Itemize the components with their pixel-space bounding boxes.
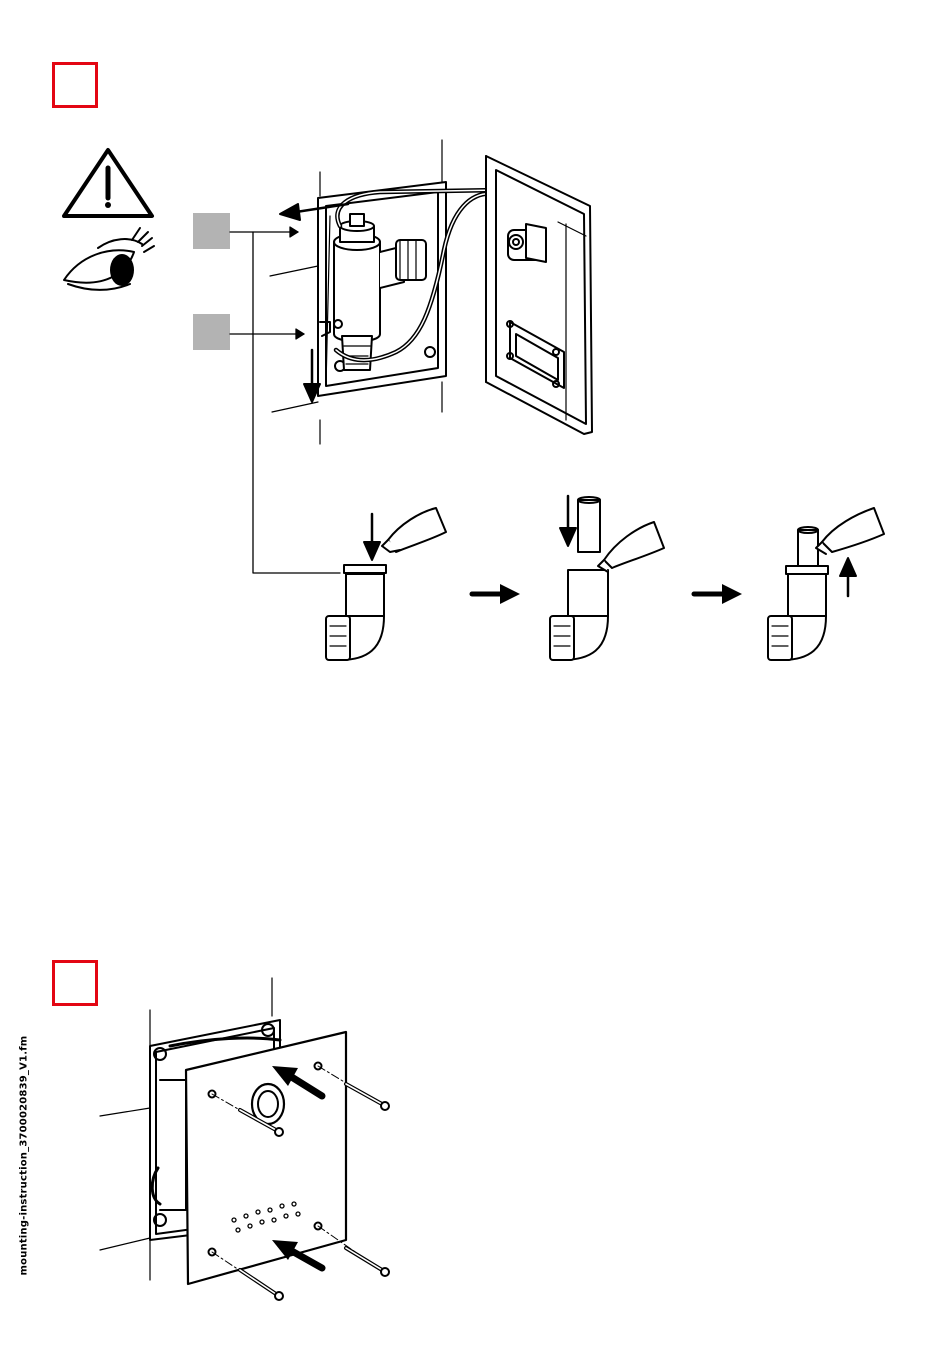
- fitting-step-c: [768, 508, 884, 660]
- callout-marker-lower: [193, 314, 230, 350]
- hand-icon: [598, 522, 664, 572]
- callout-marker-upper: [193, 213, 230, 249]
- fitting-step-b: [550, 496, 664, 660]
- hand-icon: [382, 508, 446, 552]
- front-panel-open: [486, 156, 592, 434]
- front-cover-plate: [186, 1032, 346, 1284]
- hand-icon: [816, 508, 884, 554]
- fitting-step-a: [326, 508, 446, 660]
- eye-icon: [64, 228, 154, 290]
- process-arrow-2: [694, 584, 742, 604]
- warning-triangle-icon: [64, 150, 152, 216]
- process-arrow-1: [472, 584, 520, 604]
